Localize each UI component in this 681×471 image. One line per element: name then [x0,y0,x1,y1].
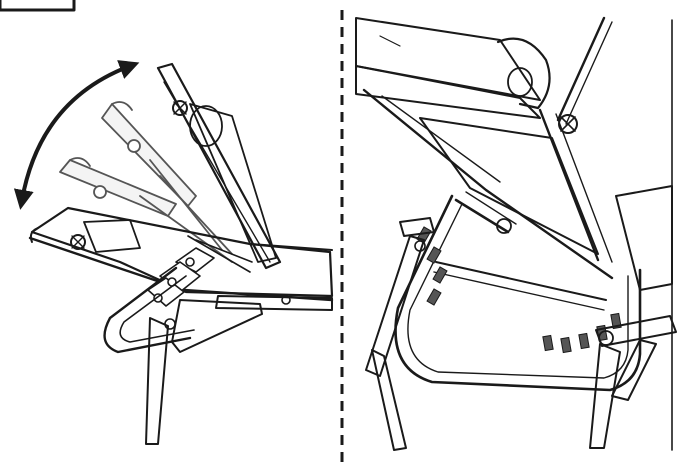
mesh-panel [419,117,599,255]
frame-springs [416,226,622,354]
right-bracket [589,315,677,449]
u-frame [394,194,642,392]
locking-knob-icon [558,114,578,134]
front-leg [145,295,291,445]
curved-double-arrow-icon [13,60,140,210]
armrest-loop [103,266,195,354]
headrest-fabric [355,17,551,119]
locking-knob-icon [172,100,188,116]
backrest-frame [362,88,614,280]
left-panel-recline-positions [13,60,334,445]
upright-backrest [156,62,282,270]
ghost-backrest-positions [59,101,233,263]
right-panel-mesh-detail [355,16,677,451]
cropped-label-box [0,0,76,12]
left-bracket [365,217,435,451]
seat-fabric [615,185,673,291]
